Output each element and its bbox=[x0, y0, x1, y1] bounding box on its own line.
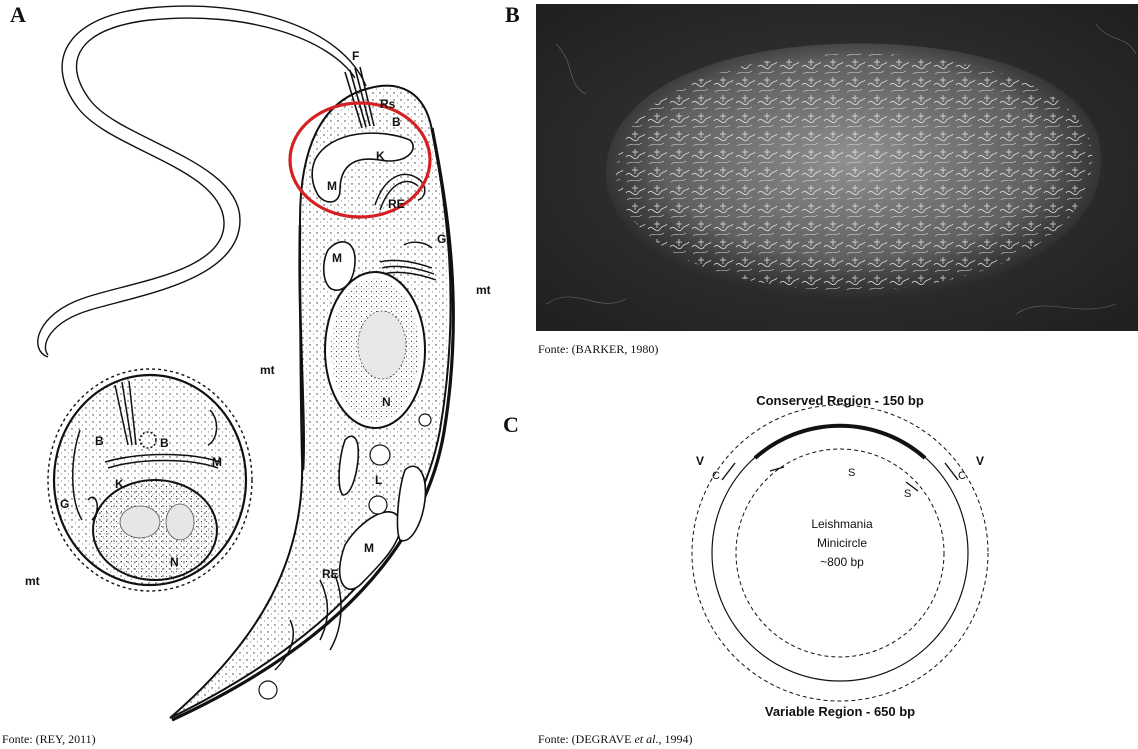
label-s-right: S bbox=[904, 488, 911, 500]
label-c-right: C bbox=[958, 470, 966, 482]
caption-c-italic: et al. bbox=[634, 732, 658, 746]
label-microtubules-small: mt bbox=[25, 574, 40, 588]
kdna-network-micrograph bbox=[536, 4, 1138, 331]
label-lipid: L bbox=[375, 473, 382, 487]
label-er-low: RE bbox=[322, 567, 339, 581]
label-microtubules-right: mt bbox=[476, 283, 491, 297]
caption-c-prefix: Fonte: (DEGRAVE bbox=[538, 732, 634, 746]
label-kinetoplast: K bbox=[376, 149, 385, 163]
label-microtubules-left: mt bbox=[260, 363, 275, 377]
label-mitochondrion-mid: M bbox=[332, 251, 342, 265]
label-golgi-small: G bbox=[60, 497, 69, 511]
label-reservoir: Rs bbox=[380, 97, 396, 111]
label-mitochondrion-low: M bbox=[364, 541, 374, 555]
label-basal-body: B bbox=[392, 115, 401, 129]
label-v-left: V bbox=[696, 454, 704, 468]
label-flagellum: F bbox=[352, 49, 359, 63]
center-label-leishmania: Leishmania bbox=[811, 517, 873, 531]
minicircle-diagram: Conserved Region - 150 bp V V C C S S Le… bbox=[660, 385, 1020, 725]
inner-strand-circle bbox=[736, 449, 944, 657]
center-label-minicircle: Minicircle bbox=[817, 536, 867, 550]
label-er-top: RE bbox=[388, 197, 405, 211]
label-small-b: B bbox=[160, 436, 169, 450]
label-c-left: C bbox=[712, 470, 720, 482]
caption-b: Fonte: (BARKER, 1980) bbox=[538, 342, 658, 357]
label-mitochondrion-top: M bbox=[327, 179, 337, 193]
label-nucleus-small: N bbox=[170, 555, 179, 569]
label-mitochondrion-small: M bbox=[212, 455, 222, 469]
label-nucleus: N bbox=[382, 395, 391, 409]
primer-arrow-c-left bbox=[722, 463, 735, 480]
label-golgi: G bbox=[437, 232, 446, 246]
caption-c: Fonte: (DEGRAVE et al., 1994) bbox=[538, 732, 692, 747]
minicircle-circle bbox=[712, 425, 968, 681]
caption-a: Fonte: (REY, 2011) bbox=[2, 732, 96, 747]
label-basal-body-small: B bbox=[95, 434, 104, 448]
primer-arrow-c-right bbox=[945, 463, 958, 480]
conserved-region-arc bbox=[755, 426, 925, 458]
label-v-right: V bbox=[976, 454, 984, 468]
caption-c-suffix: , 1994) bbox=[658, 732, 692, 746]
leishmania-cell-diagram: F Rs B K M RE G M mt mt N L M RE B B K M… bbox=[0, 0, 520, 730]
label-s-left: S bbox=[848, 467, 855, 479]
label-kinetoplast-small: K bbox=[115, 477, 124, 491]
center-label-size: ~800 bp bbox=[820, 555, 864, 569]
variable-region-title: Variable Region - 650 bp bbox=[765, 704, 915, 719]
conserved-region-title: Conserved Region - 150 bp bbox=[756, 393, 924, 408]
